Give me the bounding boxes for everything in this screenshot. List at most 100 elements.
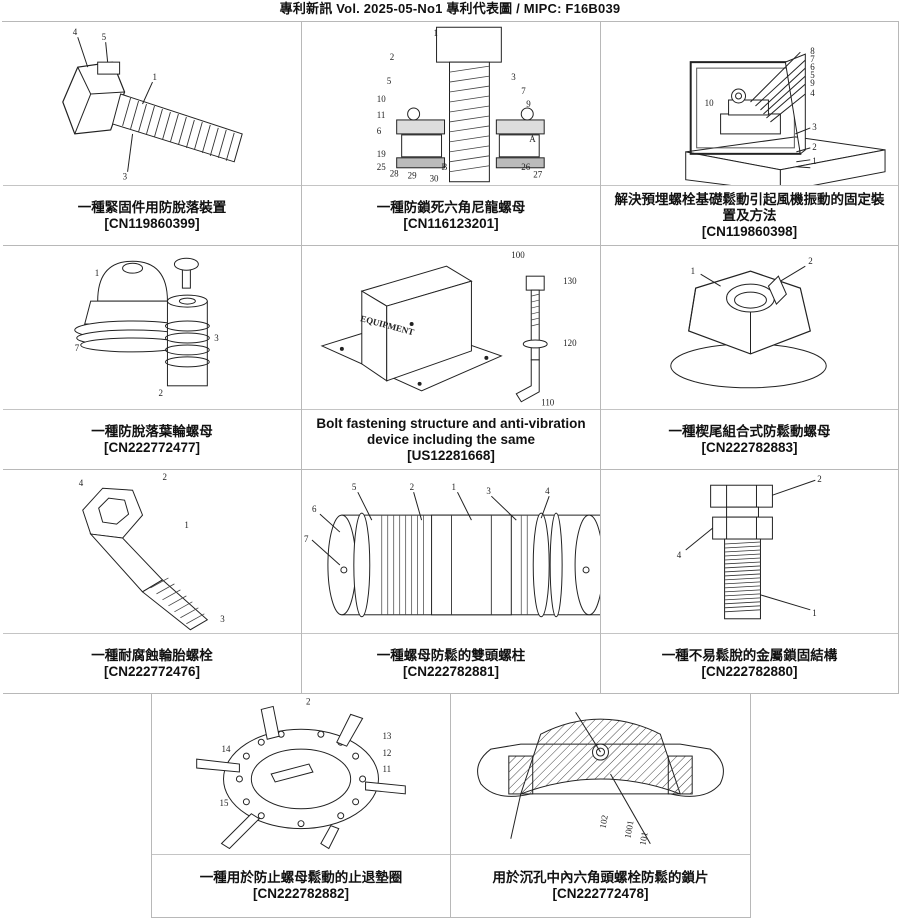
figure-label: 3 bbox=[486, 486, 491, 496]
patent-title: 一種緊固件用防脫落裝置 bbox=[78, 200, 227, 216]
patent-figure: 8 7 6 5 9 4 10 3 2 1 bbox=[601, 22, 898, 186]
figure-label: 6 bbox=[377, 126, 382, 136]
figure-label: 1 bbox=[152, 72, 156, 82]
patent-number[interactable]: [CN222782882] bbox=[253, 886, 349, 902]
figure-label: 27 bbox=[533, 170, 542, 180]
patent-caption: 一種螺母防鬆的雙頭螺柱 [CN222782881] bbox=[302, 634, 600, 693]
patent-card[interactable]: 101 1001 102 用於沉孔中內六角頭螺栓防鬆的鎖片 [CN2227724… bbox=[451, 694, 751, 918]
patent-figure: 101 1001 102 bbox=[451, 694, 750, 855]
patent-card[interactable]: 1 7 2 3 一種防脫落葉輪螺母 [CN222772477] bbox=[3, 246, 302, 470]
figure-label: 7 bbox=[304, 534, 309, 544]
figure-label: 1 bbox=[812, 608, 816, 618]
patent-card[interactable]: 5 2 1 3 4 6 7 一種螺母防鬆的雙頭螺柱 [CN222782881] bbox=[302, 470, 601, 694]
figure-label: 2 bbox=[808, 256, 812, 266]
figure-label: 19 bbox=[377, 149, 386, 159]
patent-figure: 5 2 1 3 4 6 7 bbox=[302, 470, 600, 634]
patent-figure: 1 2 3 5 7 9 10 11 6 A 19 25 28 29 30 B 2 bbox=[302, 22, 600, 186]
patent-title: 一種防脫落葉輪螺母 bbox=[91, 424, 213, 440]
figure-label: 7 bbox=[75, 343, 80, 353]
figure-label: 1 bbox=[812, 156, 816, 166]
figure-label: 9 bbox=[526, 99, 531, 109]
figure-label: 2 bbox=[812, 142, 816, 152]
figure-label: 28 bbox=[390, 169, 399, 179]
figure-label: 1001 bbox=[623, 820, 636, 839]
patent-card[interactable]: 4 5 1 3 一種緊固件用防脫落裝置 [CN119860399] bbox=[3, 22, 302, 246]
patent-number[interactable]: [CN119860399] bbox=[104, 216, 199, 232]
patent-card[interactable]: 1 2 3 5 7 9 10 11 6 A 19 25 28 29 30 B 2 bbox=[302, 22, 601, 246]
figure-label: 1 bbox=[451, 482, 455, 492]
patent-title: 一種用於防止螺母鬆動的止退墊圈 bbox=[200, 870, 403, 886]
patent-caption: Bolt fastening structure and anti-vibrat… bbox=[302, 410, 600, 469]
figure-label: 7 bbox=[521, 86, 526, 96]
wedge-nut-drawing: 1 2 bbox=[601, 246, 898, 409]
patent-number[interactable]: [CN222772477] bbox=[104, 440, 200, 456]
patent-caption: 用於沉孔中內六角頭螺栓防鬆的鎖片 [CN222772478] bbox=[451, 855, 750, 917]
patent-caption: 一種耐腐蝕輪胎螺栓 [CN222772476] bbox=[3, 634, 301, 693]
foundation-drawing: 8 7 6 5 9 4 10 3 2 1 bbox=[601, 22, 898, 185]
patent-title: 一種不易鬆脫的金屬鎖固結構 bbox=[662, 648, 838, 664]
patent-card[interactable]: 1 2 一種楔尾組合式防鬆動螺母 [CN222782883] bbox=[601, 246, 899, 470]
figure-label: 1 bbox=[434, 28, 438, 38]
figure-label: 1 bbox=[691, 266, 695, 276]
metal-lock-drawing: 2 4 1 bbox=[601, 470, 898, 633]
patent-caption: 一種楔尾組合式防鬆動螺母 [CN222782883] bbox=[601, 410, 898, 469]
stud-bolt-drawing: 5 2 1 3 4 6 7 bbox=[302, 470, 600, 633]
patent-title: 一種耐腐蝕輪胎螺栓 bbox=[91, 648, 213, 664]
figure-label: 5 bbox=[102, 32, 107, 42]
patent-caption: 解決預埋螺栓基礎鬆動引起風機振動的固定裝置及方法 [CN119860398] bbox=[601, 186, 898, 245]
patent-number[interactable]: [CN119860398] bbox=[702, 224, 797, 240]
figure-label: 10 bbox=[705, 98, 714, 108]
patent-number[interactable]: [CN222782881] bbox=[403, 664, 499, 680]
figure-label: 3 bbox=[812, 122, 817, 132]
figure-label: 26 bbox=[521, 162, 530, 172]
figure-label: 14 bbox=[222, 744, 231, 754]
bolt-drawing: 4 5 1 3 bbox=[3, 22, 301, 185]
patent-number[interactable]: [US12281668] bbox=[407, 448, 495, 464]
figure-label: 4 bbox=[545, 486, 550, 496]
figure-label: 101 bbox=[637, 831, 649, 846]
patent-caption: 一種不易鬆脫的金屬鎖固結構 [CN222782880] bbox=[601, 634, 898, 693]
figure-label: 1 bbox=[184, 520, 188, 530]
figure-label: 2 bbox=[410, 482, 414, 492]
figure-label: 120 bbox=[563, 338, 577, 348]
patent-number[interactable]: [CN222782880] bbox=[701, 664, 797, 680]
patent-number[interactable]: [CN222772478] bbox=[552, 886, 648, 902]
figure-label: 2 bbox=[817, 474, 821, 484]
figure-label: 12 bbox=[382, 748, 391, 758]
patent-card[interactable]: EQUIPMENT 100 130 120 110 bbox=[302, 246, 601, 470]
figure-label: 1 bbox=[95, 268, 99, 278]
figure-label: 2 bbox=[390, 52, 394, 62]
figure-label: 13 bbox=[382, 731, 391, 741]
nylon-nut-drawing: 1 2 3 5 7 9 10 11 6 A 19 25 28 29 30 B 2 bbox=[302, 22, 600, 185]
figure-label: 2 bbox=[162, 472, 166, 482]
patent-figure: 1 7 2 3 bbox=[3, 246, 301, 410]
washer-drawing: 2 13 14 12 11 15 bbox=[152, 694, 450, 854]
patent-card[interactable]: 4 2 1 3 一種耐腐蝕輪胎螺栓 [CN222772476] bbox=[3, 470, 302, 694]
patent-title: Bolt fastening structure and anti-vibrat… bbox=[310, 416, 592, 448]
patent-card[interactable]: 2 13 14 12 11 15 一種用於防止螺母鬆動的止退墊圈 [CN2227… bbox=[151, 694, 451, 918]
impeller-nut-drawing: 1 7 2 3 bbox=[3, 246, 301, 409]
figure-label: 25 bbox=[377, 162, 386, 172]
patent-figure: 2 13 14 12 11 15 bbox=[152, 694, 450, 855]
patent-card[interactable]: 2 4 1 一種不易鬆脫的金屬鎖固結構 [CN222782880] bbox=[601, 470, 899, 694]
figure-label: 9 bbox=[810, 78, 815, 88]
patent-number[interactable]: [CN116123201] bbox=[403, 216, 498, 232]
patent-figure: 1 2 bbox=[601, 246, 898, 410]
figure-label: 15 bbox=[220, 798, 229, 808]
patent-caption: 一種緊固件用防脫落裝置 [CN119860399] bbox=[3, 186, 301, 245]
figure-label: 3 bbox=[123, 172, 128, 182]
patent-number[interactable]: [CN222782883] bbox=[701, 440, 797, 456]
figure-label: 110 bbox=[541, 398, 555, 408]
figure-label: 3 bbox=[511, 72, 516, 82]
patent-card[interactable]: 8 7 6 5 9 4 10 3 2 1 解決預埋螺栓基礎鬆動引起風機振動的固定… bbox=[601, 22, 899, 246]
figure-label: 3 bbox=[220, 614, 225, 624]
equipment-mount-drawing: EQUIPMENT 100 130 120 110 bbox=[302, 246, 600, 409]
figure-label: 5 bbox=[352, 482, 357, 492]
patent-figure: 4 5 1 3 bbox=[3, 22, 301, 186]
figure-label: 2 bbox=[306, 696, 310, 706]
figure-label: 4 bbox=[73, 27, 78, 37]
figure-label: 3 bbox=[214, 333, 219, 343]
patent-number[interactable]: [CN222772476] bbox=[104, 664, 200, 680]
figure-label: 4 bbox=[810, 88, 815, 98]
patent-grid: 4 5 1 3 一種緊固件用防脫落裝置 [CN119860399] bbox=[2, 21, 899, 22]
